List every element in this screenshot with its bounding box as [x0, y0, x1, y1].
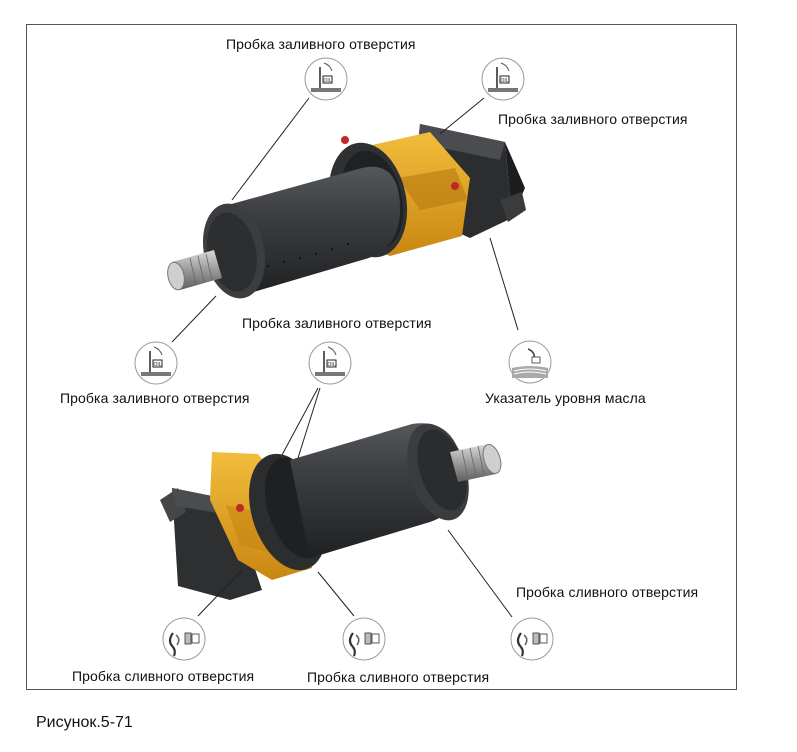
lower-gear-motor [160, 423, 502, 600]
upper-gear-motor [167, 124, 526, 299]
drain-plug-icon [341, 616, 387, 662]
label-oil-level-indicator: Указатель уровня масла [485, 390, 646, 406]
label-right-drain-plug: Пробка сливного отверстия [516, 584, 699, 600]
leader-lines [171, 97, 519, 618]
label-right-fill-plug: Пробка заливного отверстия [498, 111, 688, 127]
label-center-fill-plug: Пробка заливного отверстия [242, 315, 432, 331]
fill-plug-icon [481, 57, 525, 101]
figure-caption: Рисунок.5-71 [36, 714, 133, 731]
oil-level-icon [508, 340, 552, 384]
label-left-drain-plug: Пробка сливного отверстия [72, 668, 255, 684]
drain-plug-icon [161, 616, 207, 662]
label-top-fill-plug: Пробка заливного отверстия [226, 36, 416, 52]
fill-plug-icon [308, 341, 352, 385]
label-left-fill-plug: Пробка заливного отверстия [60, 390, 250, 406]
fill-plug-icon [134, 341, 178, 385]
fill-plug-icon [304, 57, 348, 101]
drain-plug-icon [509, 616, 555, 662]
label-center-drain-plug: Пробка сливного отверстия [307, 669, 490, 685]
